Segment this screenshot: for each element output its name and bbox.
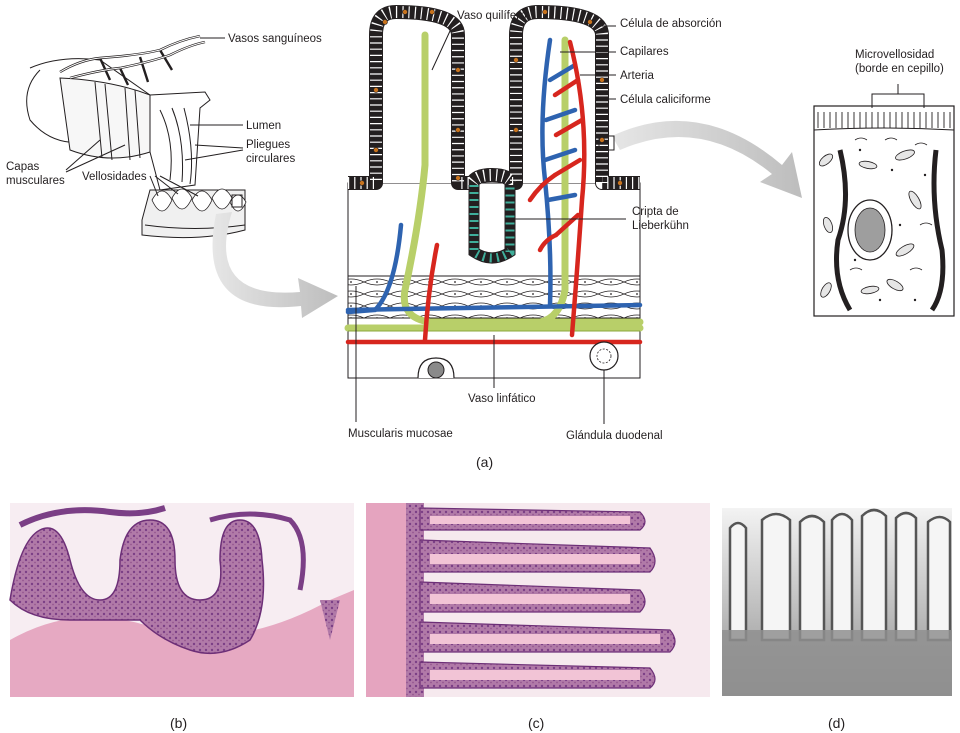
blood-vessels-sketch-inner: [59, 35, 206, 79]
caption-a: (a): [476, 454, 493, 470]
lacteal-vessels: [344, 31, 644, 332]
artery-vessels: [345, 39, 643, 345]
label-glandula-duodenal: Glándula duodenal: [566, 430, 663, 442]
label-pliegues-2: circulares: [246, 153, 295, 165]
caption-c: (c): [528, 715, 544, 731]
caption-d: (d): [828, 715, 845, 731]
zoom-arrow-right: [612, 120, 802, 198]
absorptive-cell-diagram: [813, 105, 955, 317]
label-microvellosidad-2: (borde en cepillo): [855, 63, 944, 75]
label-cripta-2: Lieberkühn: [632, 220, 689, 232]
blood-vessels-sketch: [59, 34, 206, 86]
micrograph-d: [722, 508, 952, 696]
label-arteria: Arteria: [620, 70, 654, 82]
label-capas-2: musculares: [6, 175, 65, 187]
micrograph-b: [9, 503, 354, 697]
intestine-tube-sketch: [26, 58, 247, 239]
micrograph-c: [366, 503, 710, 697]
label-celula-absorcion: Célula de absorción: [620, 18, 722, 30]
label-vasos-sanguineos: Vasos sanguíneos: [228, 33, 322, 45]
caption-b: (b): [170, 715, 187, 731]
label-vellosidades: Vellosidades: [82, 171, 147, 183]
label-capilares: Capilares: [620, 46, 669, 58]
label-vaso-quilifero: Vaso quilífero: [457, 10, 526, 22]
label-cripta-1: Cripta de: [632, 206, 679, 218]
label-pliegues-1: Pliegues: [246, 139, 290, 151]
label-microvellosidad-1: Microvellosidad: [855, 49, 934, 61]
label-vaso-linfatico: Vaso linfático: [468, 393, 536, 405]
label-lumen: Lumen: [246, 120, 281, 132]
zoom-arrow-left: [212, 212, 338, 318]
label-muscularis-mucosae: Muscularis mucosae: [348, 428, 453, 440]
label-capas-1: Capas: [6, 161, 39, 173]
label-celula-caliciforme: Célula caliciforme: [620, 94, 711, 106]
goblet-cells: [359, 9, 623, 186]
duodenal-glands: [417, 341, 619, 379]
